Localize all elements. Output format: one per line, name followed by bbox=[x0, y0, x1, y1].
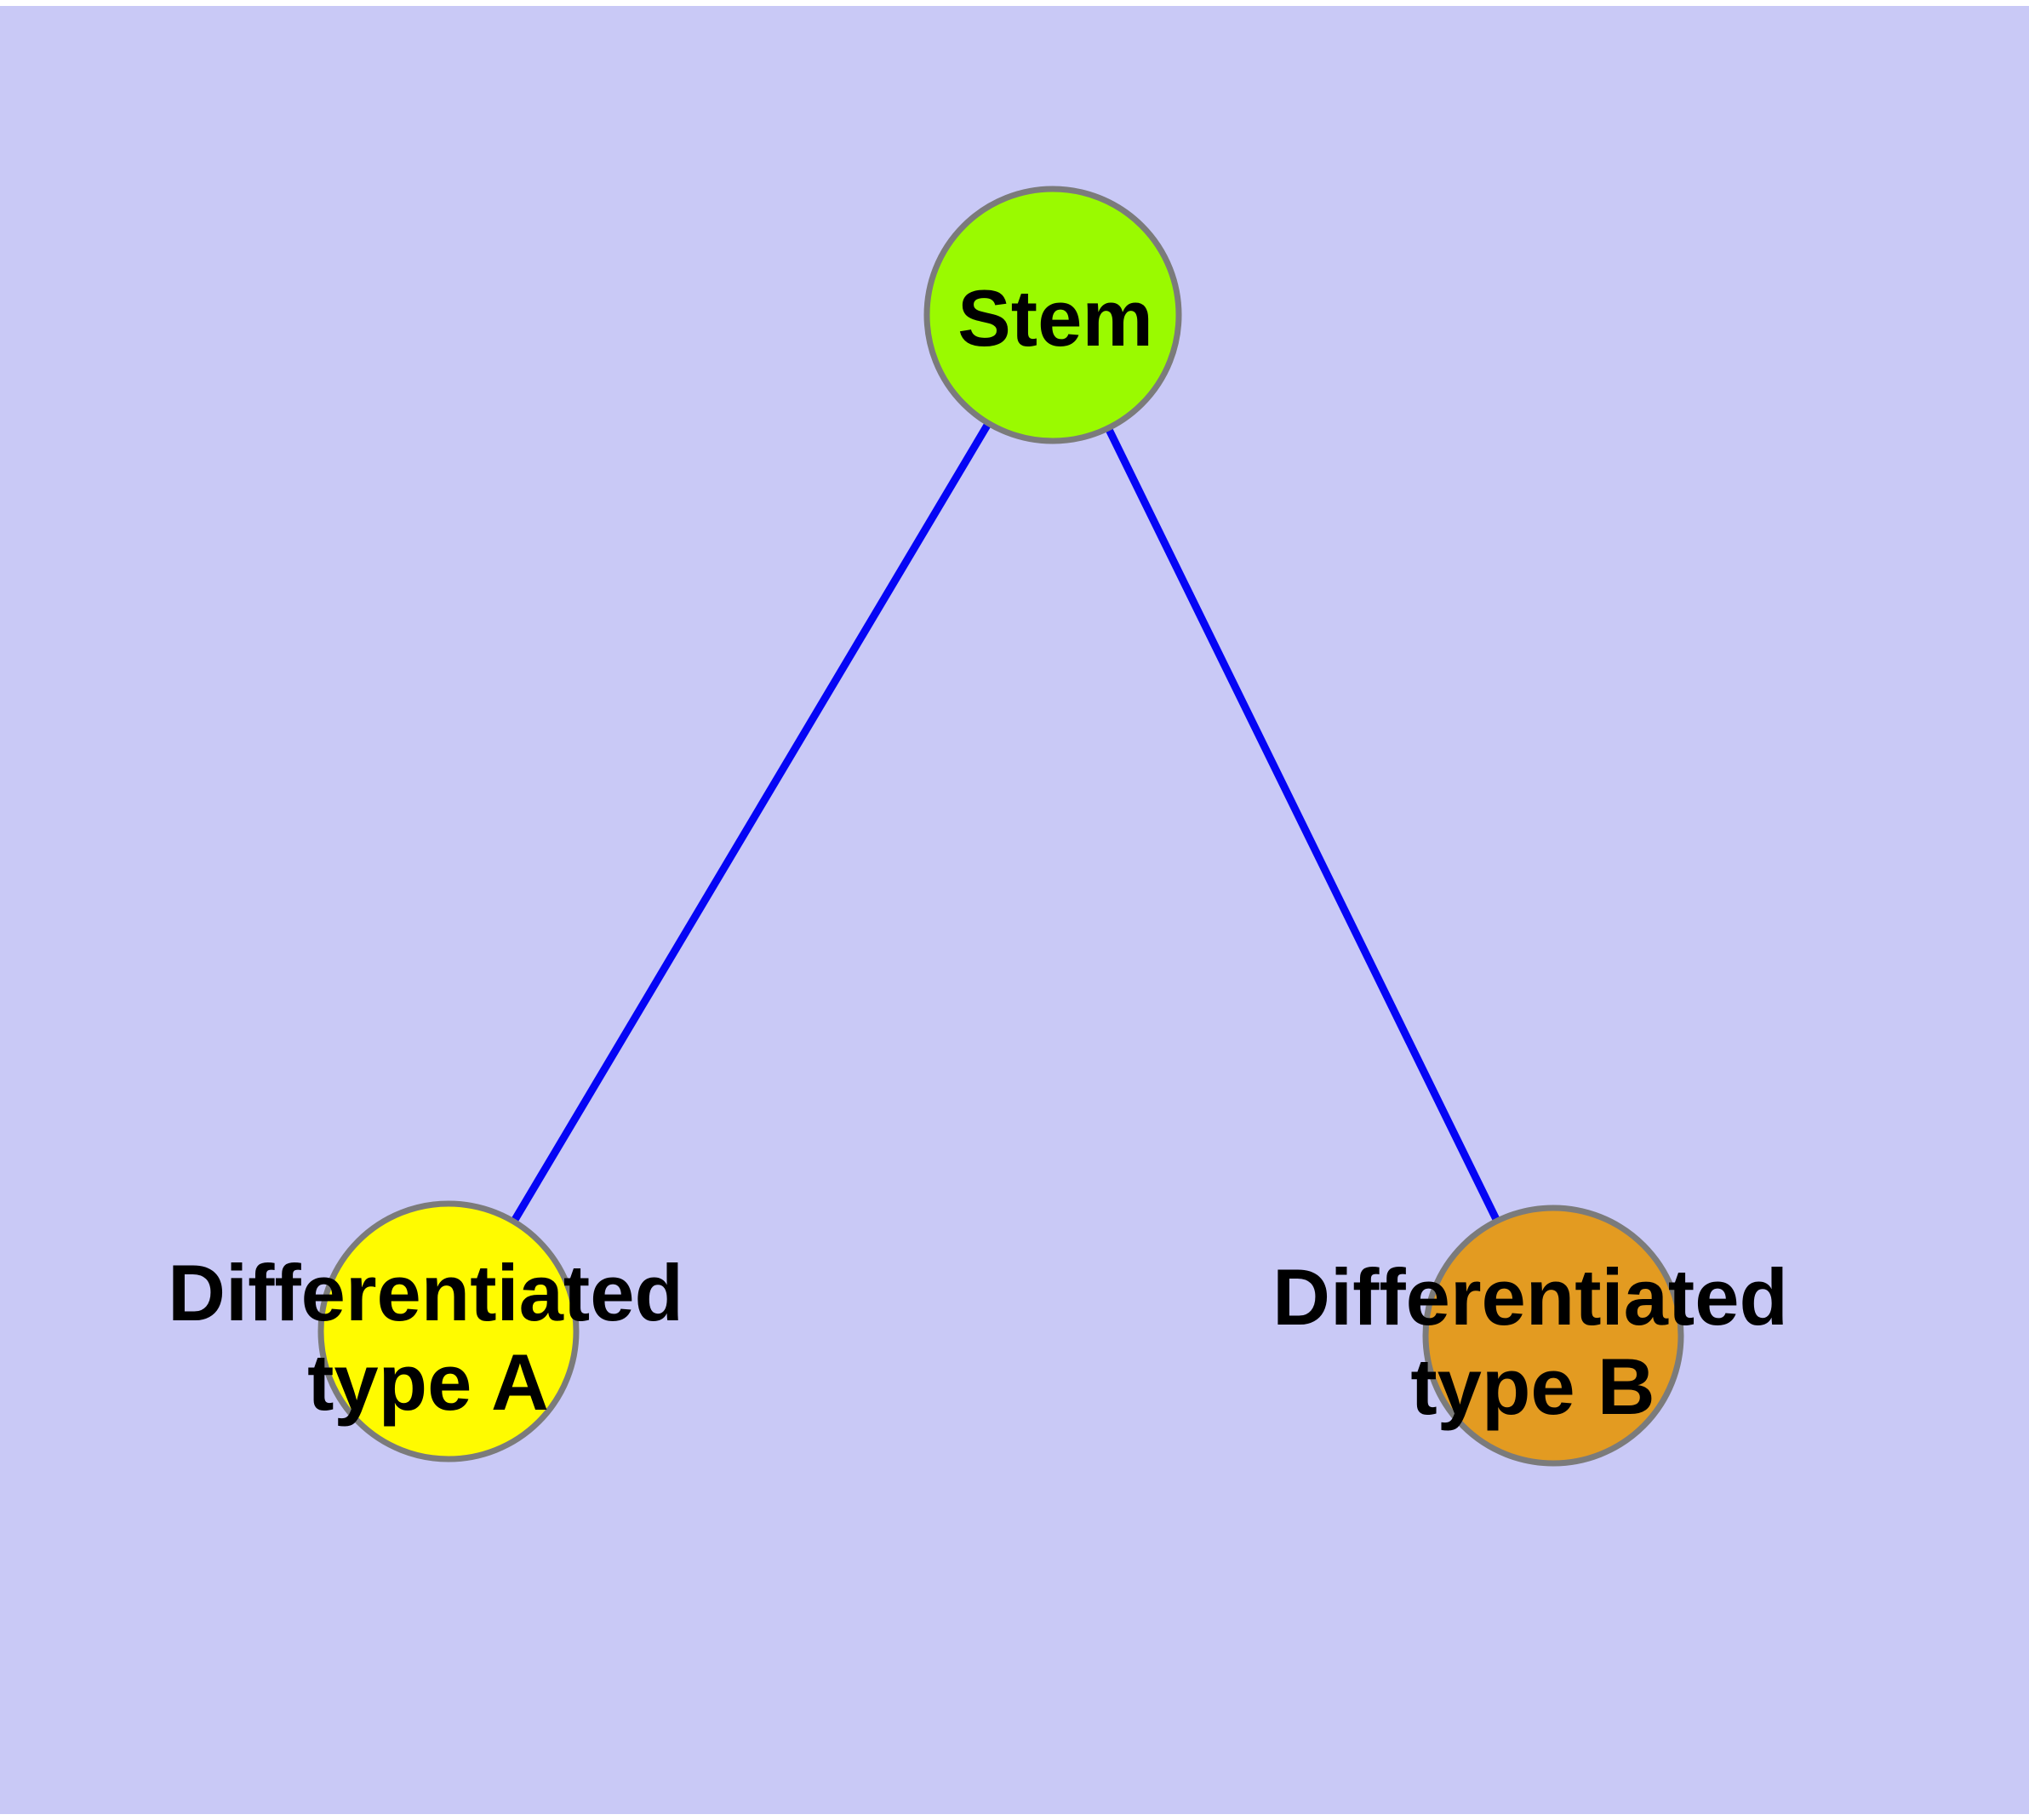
node-stem: Stem bbox=[923, 186, 1182, 444]
node-differentiated-type-b-label-line1: Differentiated bbox=[1272, 1252, 1788, 1342]
node-differentiated-type-a-circle bbox=[317, 1200, 580, 1462]
edge-stem-to-type-a bbox=[445, 312, 1056, 1334]
node-stem-label: Stem bbox=[957, 273, 1153, 363]
node-differentiated-type-b-label-line2: type B bbox=[1410, 1342, 1655, 1431]
node-differentiated-type-a-label-line1: Differentiated bbox=[168, 1248, 683, 1337]
edge-layer bbox=[445, 312, 1557, 1337]
edge-stem-to-type-b bbox=[1049, 313, 1557, 1337]
node-differentiated-type-b-circle bbox=[1422, 1205, 1684, 1467]
node-stem-circle bbox=[923, 186, 1182, 444]
node-differentiated-type-a: Differentiated type A bbox=[168, 1200, 683, 1462]
node-differentiated-type-a-label-line2: type A bbox=[307, 1337, 549, 1427]
node-differentiated-type-b: Differentiated type B bbox=[1272, 1205, 1788, 1467]
